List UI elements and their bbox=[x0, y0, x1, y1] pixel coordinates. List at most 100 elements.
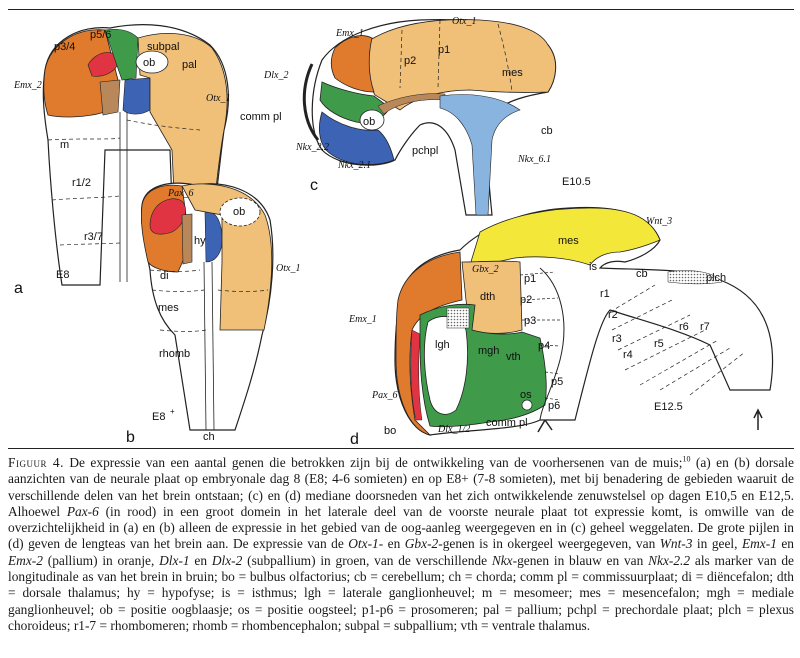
panel-d-label-mgh: mgh bbox=[478, 345, 499, 357]
panel-d-label-p5: p5 bbox=[551, 376, 563, 388]
panel-d-label-os: os bbox=[520, 389, 532, 401]
panel-b: Pax_6 ob hy di Otx_1 mes rhomb E8 + ch b bbox=[126, 182, 300, 445]
panel-a-label-r12: r1/2 bbox=[72, 177, 91, 189]
caption-segment: (a) en (b) dorsale aanzichten van de neu… bbox=[8, 455, 794, 519]
panel-a-label-p34: p3/4 bbox=[54, 41, 75, 53]
panel-a-label-emx2: Emx_2 bbox=[13, 80, 42, 91]
panel-c-letter: c bbox=[310, 177, 318, 194]
caption-segment: Wnt-3 bbox=[659, 536, 693, 552]
panel-d-label-bo: bo bbox=[384, 425, 396, 437]
panel-d-label-r4: r4 bbox=[623, 349, 633, 361]
panel-b-label-ch: ch bbox=[203, 431, 215, 443]
panel-a-brown-region bbox=[99, 79, 121, 116]
panel-b-label-plus: + bbox=[170, 407, 175, 416]
panel-d-label-r3: r3 bbox=[612, 333, 622, 345]
caption-segment: -genen in blauw en van bbox=[512, 552, 649, 568]
panel-d-label-dlx12: Dlx_1/2 bbox=[437, 424, 470, 435]
panel-d-label-r6: r6 bbox=[679, 321, 689, 333]
caption-segment: als marker van de longitudinale as van h… bbox=[8, 552, 794, 633]
panel-a-orange-region bbox=[43, 29, 119, 118]
panel-b-label-mes: mes bbox=[158, 302, 179, 314]
panel-c-label-otx1: Otx_1 bbox=[452, 16, 476, 27]
panel-b-ob-circle bbox=[219, 197, 261, 227]
panel-d-label-wnt3: Wnt_3 bbox=[646, 216, 672, 227]
panel-b-brown-region bbox=[181, 213, 193, 265]
panel-d-label-p3: p3 bbox=[524, 315, 536, 327]
caption-segment: Otx-1- bbox=[348, 536, 384, 552]
panel-a-label-otx1: Otx_1 bbox=[206, 93, 230, 104]
panel-d-label-r2: r2 bbox=[608, 309, 618, 321]
panel-c-label-nkx21: Nkx_2.1 bbox=[337, 160, 371, 171]
caption-segment: Dlx-2 bbox=[211, 552, 243, 568]
panel-b-label-e8p: E8 bbox=[152, 411, 165, 423]
panel-a-label-pal: pal bbox=[182, 59, 197, 71]
panel-b-letter: b bbox=[126, 429, 135, 445]
panel-a-label-e8: E8 bbox=[56, 269, 69, 281]
panel-d-label-emx1: Emx_1 bbox=[348, 314, 377, 325]
figure-4: p5/6 p3/4 subpal ob pal Emx_2 Otx_1 m r1… bbox=[13, 16, 774, 445]
panel-c-label-dlx2: Dlx_2 bbox=[263, 70, 288, 81]
figure-caption-label: Figuur 4. bbox=[8, 455, 64, 470]
caption-segment: De expressie van een aantal genen die be… bbox=[63, 455, 683, 470]
caption-segment: Emx-1 bbox=[741, 536, 777, 552]
panel-a-boundaries bbox=[47, 119, 201, 246]
panel-d-yellow-region bbox=[469, 207, 661, 266]
figure-bottom-rule bbox=[8, 448, 794, 449]
panel-d-label-mes: mes bbox=[558, 235, 579, 247]
panel-c-label-mes: mes bbox=[502, 67, 523, 79]
panel-c-label-nkx22: Nkx_2.2 bbox=[295, 142, 329, 153]
panel-d-label-e125: E12.5 bbox=[654, 401, 683, 413]
panel-d-label-plch: plch bbox=[706, 272, 726, 284]
panel-c-light-blue-band bbox=[439, 94, 521, 216]
panel-c-ob-circle bbox=[359, 109, 385, 131]
caption-segment: en bbox=[189, 552, 212, 568]
caption-segment: en bbox=[383, 536, 405, 552]
panel-c-arrow bbox=[302, 63, 320, 141]
panel-a-blue-region bbox=[122, 77, 151, 115]
panel-a: p5/6 p3/4 subpal ob pal Emx_2 Otx_1 m r1… bbox=[13, 24, 230, 297]
panel-a-letter: a bbox=[14, 280, 23, 297]
panel-c-label-nkx61: Nkx_6.1 bbox=[517, 154, 551, 165]
caption-segment: 10 bbox=[682, 454, 691, 464]
caption-segment: en bbox=[776, 536, 794, 552]
panel-a-midline bbox=[119, 112, 128, 282]
panel-b-label-pax6: Pax_6 bbox=[167, 188, 194, 199]
caption-segment: -genen is in okergeel weergegeven, van bbox=[438, 536, 660, 552]
panel-c-orange-region bbox=[330, 35, 375, 93]
panel-d-label-p2: p2 bbox=[520, 294, 532, 306]
panel-c-blue-region bbox=[318, 111, 395, 165]
caption-segment: Nkx-2.2 bbox=[648, 552, 691, 568]
caption-segment: Dlx-1 bbox=[159, 552, 190, 568]
caption-segment: (in rood) in een groot domein in het lat… bbox=[8, 503, 794, 552]
panel-c-boundaries bbox=[399, 19, 513, 93]
caption-segment: (subpallium) in groen, van de verschille… bbox=[242, 552, 492, 568]
caption-segment: Pax-6 bbox=[66, 503, 99, 519]
panel-d-red-band bbox=[410, 329, 423, 421]
caption-segment: in geel, bbox=[692, 536, 742, 552]
panel-a-ob-circle bbox=[135, 50, 169, 74]
panel-d-label-r1: r1 bbox=[600, 288, 610, 300]
panel-b-label-ob: ob bbox=[233, 206, 245, 218]
panel-d-label-p1: p1 bbox=[524, 273, 536, 285]
panel-a-label-ob: ob bbox=[143, 57, 155, 69]
caption-segment: Emx-2 bbox=[8, 552, 43, 568]
panel-d: Wnt_3 mes Gbx_2 dth p1 p2 p3 p4 p5 p6 is… bbox=[348, 206, 774, 445]
panel-d-orange-region bbox=[395, 251, 463, 436]
panel-c-label-p2: p2 bbox=[404, 55, 416, 67]
panel-d-label-p6: p6 bbox=[548, 400, 560, 412]
panel-d-arrow-right bbox=[753, 408, 763, 430]
panel-d-label-is: is bbox=[589, 261, 597, 273]
caption-segment: Gbx-2 bbox=[404, 536, 439, 552]
panel-d-arrow-left bbox=[537, 419, 553, 433]
panel-c-label-cb: cb bbox=[541, 125, 553, 137]
panel-d-label-vth: vth bbox=[506, 351, 521, 363]
panel-d-label-dth: dth bbox=[480, 291, 495, 303]
panel-d-label-r7: r7 bbox=[700, 321, 710, 333]
panel-d-label-r5: r5 bbox=[654, 338, 664, 350]
panel-d-letter: d bbox=[350, 431, 359, 445]
panel-c-label-commpl: comm pl bbox=[240, 111, 282, 123]
panel-a-label-r37: r3/7 bbox=[84, 231, 103, 243]
figure-caption-body: De expressie van een aantal genen die be… bbox=[8, 455, 794, 633]
panel-d-prosomere-lines bbox=[519, 271, 561, 401]
panel-b-label-otx1: Otx_1 bbox=[276, 263, 300, 274]
